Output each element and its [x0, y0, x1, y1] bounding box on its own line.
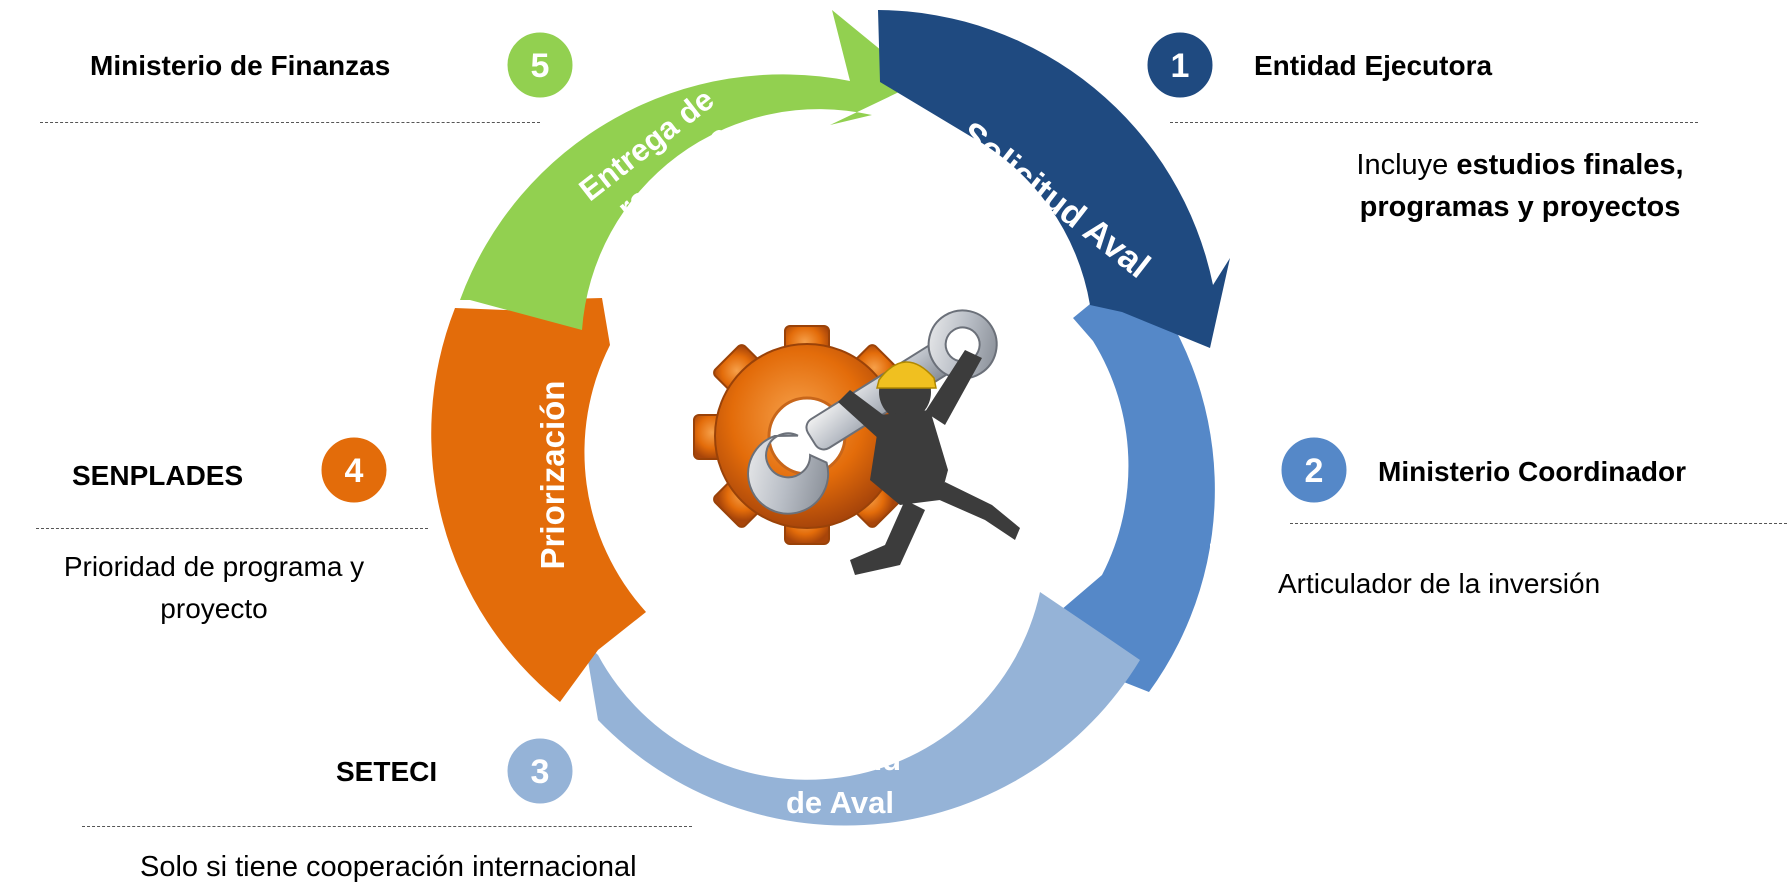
svg-text:1: 1: [1171, 47, 1190, 85]
divider-step-1: [1170, 122, 1698, 123]
step-number-badge-2: 2: [1278, 434, 1350, 506]
stage-label-3: Solicitud de Aval: [770, 742, 910, 820]
gear-wrench-worker-icon: [693, 309, 1020, 575]
cycle-segment-2: [1047, 268, 1215, 703]
cycle-segment-1: [878, 10, 1230, 348]
stage-label-2: Solicitud de Aval: [1202, 477, 1278, 679]
actor-step-5: Ministerio de Finanzas: [90, 50, 391, 81]
step-number-badge-5: 5: [504, 29, 576, 101]
stage-label-4: Priorización: [534, 381, 571, 570]
step-number-badge-3: 3: [504, 735, 576, 807]
svg-text:3: 3: [531, 753, 550, 791]
actor-step-2: Ministerio Coordinador: [1378, 456, 1686, 487]
actor-step-4: SENPLADES: [72, 460, 244, 491]
svg-text:4: 4: [345, 452, 364, 490]
description-step-2: Articulador de la inversión: [1278, 568, 1601, 599]
actor-step-3: SETECI: [336, 756, 438, 787]
description-step-1: Incluye estudios finales, programas y pr…: [1356, 149, 1684, 223]
description-step-3: Solo si tiene cooperación internacional: [140, 851, 637, 883]
svg-text:2: 2: [1305, 452, 1324, 490]
divider-step-5: [40, 122, 540, 123]
step-number-badge-4: 4: [318, 434, 390, 506]
step-number-badge-1: 1: [1144, 29, 1216, 101]
divider-step-2: [1290, 523, 1787, 524]
actor-step-1: Entidad Ejecutora: [1254, 50, 1493, 81]
cycle-segment-4: [431, 298, 646, 702]
divider-step-3: [82, 826, 692, 827]
divider-step-4: [36, 528, 428, 529]
cycle-segment-5: [460, 10, 920, 330]
cycle-segment-3: [585, 592, 1140, 826]
svg-text:5: 5: [531, 47, 550, 85]
description-step-4: Prioridad de programa y proyecto: [63, 551, 365, 624]
